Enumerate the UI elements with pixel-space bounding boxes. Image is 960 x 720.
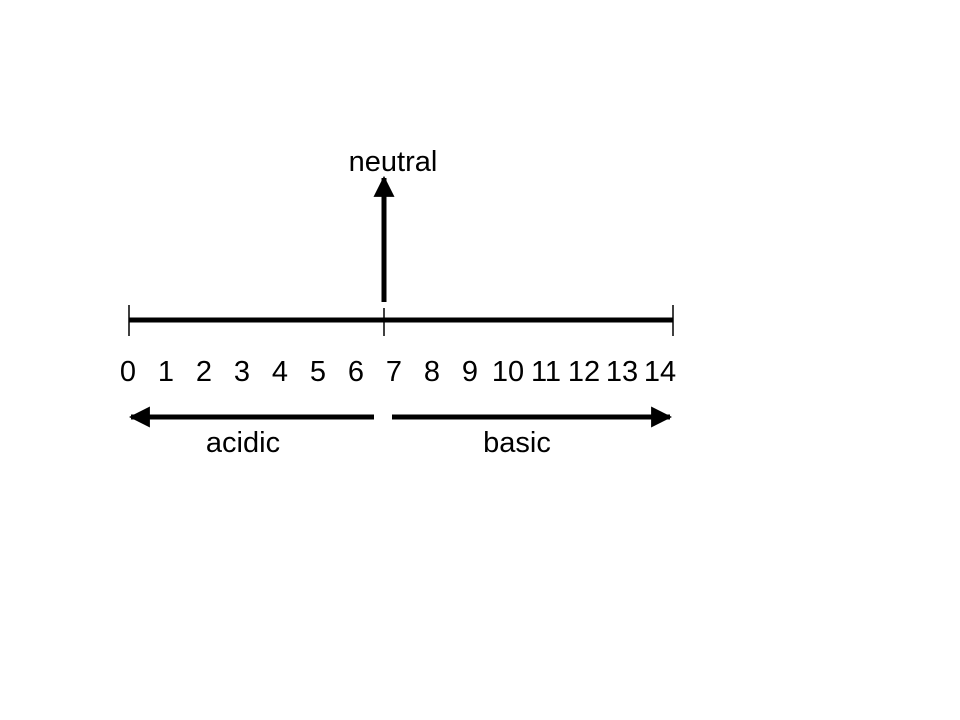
scale-tick-label: 5 (310, 356, 326, 388)
acidic-label: acidic (206, 427, 280, 459)
scale-tick-label: 1 (158, 356, 174, 388)
scale-tick-label: 2 (196, 356, 212, 388)
scale-tick-label: 14 (644, 356, 676, 388)
scale-tick-label: 8 (424, 356, 440, 388)
scale-tick-label: 7 (386, 356, 402, 388)
neutral-label: neutral (349, 146, 438, 178)
basic-label: basic (483, 427, 551, 459)
scale-tick-label: 12 (568, 356, 600, 388)
scale-tick-label: 6 (348, 356, 364, 388)
scale-tick-label: 4 (272, 356, 288, 388)
scale-tick-label: 10 (492, 356, 524, 388)
scale-tick-label: 9 (462, 356, 478, 388)
scale-tick-label: 0 (120, 356, 136, 388)
scale-tick-label: 11 (531, 356, 561, 388)
scale-tick-label: 13 (606, 356, 638, 388)
scale-tick-label: 3 (234, 356, 250, 388)
